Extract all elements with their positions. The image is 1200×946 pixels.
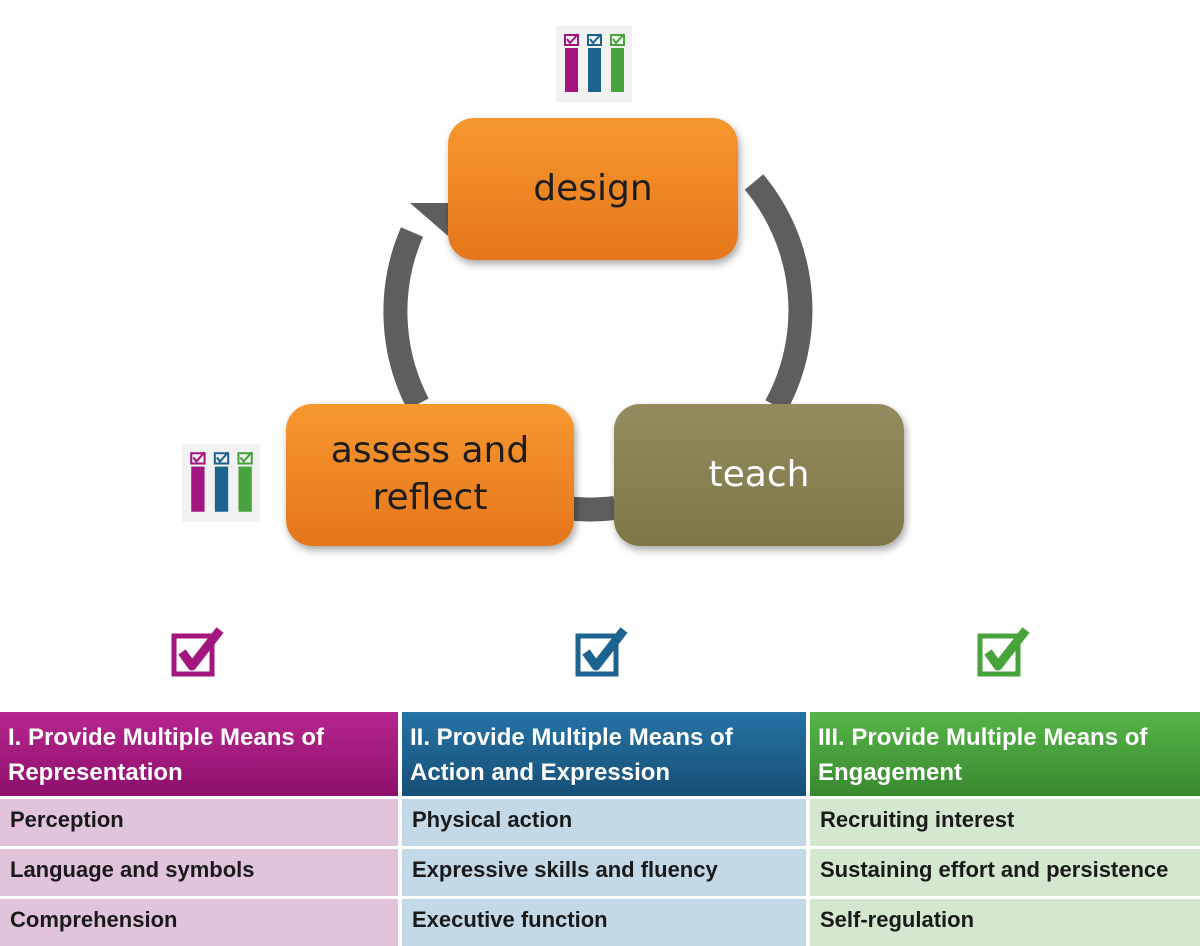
udl-checklist-icon xyxy=(182,444,260,522)
checkbox-checked-icon xyxy=(575,627,628,677)
principle-header: II. Provide Multiple Means of Action and… xyxy=(402,712,806,796)
cycle-arrowhead xyxy=(410,203,448,236)
stage-assess-and-reflect: assess and reflect xyxy=(286,404,574,546)
principle-item: Expressive skills and fluency xyxy=(402,849,806,896)
principle-header: III. Provide Multiple Means of Engagemen… xyxy=(810,712,1200,796)
principle-item: Comprehension xyxy=(0,899,398,946)
principle-item: Sustaining effort and persistence xyxy=(810,849,1200,896)
cycle-arrow xyxy=(383,227,429,410)
stage-design-label: design xyxy=(533,167,653,209)
stage-teach: teach xyxy=(614,404,904,546)
principle-item: Perception xyxy=(0,799,398,846)
principle-column-representation: I. Provide Multiple Means of Representat… xyxy=(0,712,398,946)
principle-item: Language and symbols xyxy=(0,849,398,896)
principle-item: Physical action xyxy=(402,799,806,846)
principle-column-action-expression: II. Provide Multiple Means of Action and… xyxy=(402,712,806,946)
principle-item: Self-regulation xyxy=(810,899,1200,946)
principle-item: Executive function xyxy=(402,899,806,946)
stage-assess-label: assess and reflect xyxy=(330,430,530,518)
checkbox-checked-icon xyxy=(977,627,1030,677)
udl-principles-table: I. Provide Multiple Means of Representat… xyxy=(0,712,1200,946)
principle-column-engagement: III. Provide Multiple Means of Engagemen… xyxy=(810,712,1200,946)
stage-design: design xyxy=(448,118,738,260)
checkbox-checked-icon xyxy=(171,627,224,677)
stage-teach-label: teach xyxy=(708,453,810,495)
cycle-arrow xyxy=(744,174,813,412)
principle-header: I. Provide Multiple Means of Representat… xyxy=(0,712,398,796)
principle-item: Recruiting interest xyxy=(810,799,1200,846)
udl-checklist-icon xyxy=(556,26,632,102)
